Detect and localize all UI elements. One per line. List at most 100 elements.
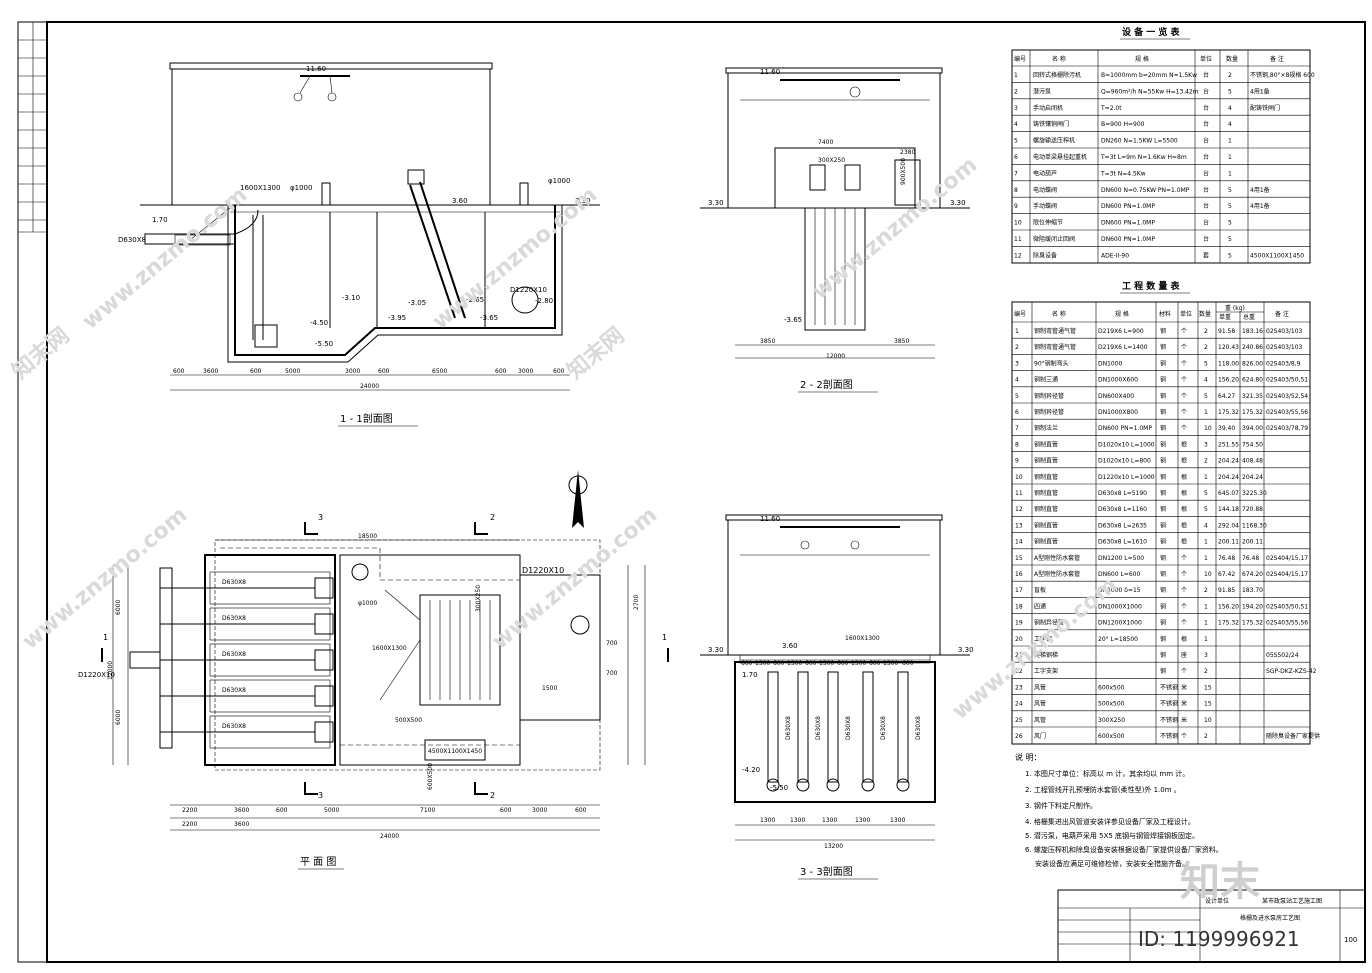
mat-cell-18-4: 个	[1181, 620, 1187, 627]
equip-cell-7-1: 电动蝶阀	[1033, 186, 1057, 194]
svg-text:600: 600	[495, 368, 507, 375]
svg-text:600: 600	[276, 807, 288, 814]
s1-elev-in: 1.70	[152, 216, 168, 224]
equip-cell-0-3: 台	[1203, 71, 1209, 79]
equip-cell-7-2: DN600 N=0.75KW PN=1.0MP	[1101, 187, 1190, 194]
svg-text:600: 600	[500, 807, 512, 814]
plan-pit2: 600X500	[427, 763, 434, 790]
mat-cell-0-0: 1	[1015, 328, 1019, 335]
equip-cell-3-1: 铸铁镶铜闸门	[1033, 120, 1069, 128]
svg-text:5000: 5000	[324, 807, 339, 814]
equip-cell-11-1: 除臭设备	[1033, 251, 1057, 259]
note-4: 4. 格栅集进出风管道安装详参见设备厂家及工程设计。	[1025, 817, 1195, 826]
mat-cell-20-8: 05S502/24	[1266, 652, 1299, 659]
mat-cell-23-4: 米	[1181, 700, 1187, 708]
s2-roof-elev: 11.60	[760, 68, 780, 76]
equip-cell-2-4: 4	[1228, 105, 1232, 112]
s3-grate: 1600X1300	[845, 635, 880, 642]
pump-bays	[129, 567, 334, 749]
equip-cell-8-3: 台	[1203, 202, 1209, 210]
equip-cell-6-2: T=3t N=4.5Kw	[1100, 170, 1146, 177]
mat-cell-11-1: 钢制直管	[1034, 505, 1058, 513]
mat-cell-25-0: 26	[1015, 733, 1023, 740]
equip-h2: 规 格	[1135, 55, 1149, 63]
svg-text:D630X8: D630X8	[222, 579, 246, 586]
note-5: 5. 潜污泵，电葫芦采用 5X5 底钢与钢管焊接钢板固定。	[1025, 831, 1199, 840]
mat-cell-22-3: 不锈钢	[1160, 683, 1178, 691]
s1-elev-i: -2.80	[535, 297, 553, 305]
s2-dim-1: 12000	[826, 353, 845, 360]
equip-cell-4-2: DN260 N=1.5KW L=5500	[1101, 138, 1178, 145]
equip-cell-9-4: 5	[1228, 220, 1232, 227]
equip-cell-1-4: 5	[1228, 88, 1232, 95]
s1-elev-c: -3.05	[408, 299, 426, 307]
svg-text:D630X8: D630X8	[222, 723, 246, 730]
mat-cell-14-8: 02S404/15,17	[1266, 555, 1308, 562]
mat-cell-25-2: 600x500	[1098, 733, 1125, 740]
equip-cell-2-3: 台	[1203, 104, 1209, 112]
svg-text:1300: 1300	[819, 660, 834, 667]
plan-side-2: 6000	[115, 710, 122, 725]
equip-cell-6-1: 电动葫芦	[1033, 169, 1057, 177]
mat-cell-4-0: 5	[1015, 393, 1019, 400]
equip-cell-3-2: B=900 H=900	[1101, 121, 1145, 128]
svg-text:知末网: 知末网	[7, 322, 74, 384]
mat-cell-10-3: 钢	[1160, 489, 1166, 497]
equip-cell-8-2: DN600 PN=1.0MP	[1101, 203, 1155, 210]
mat-cell-20-3: 钢	[1160, 651, 1166, 659]
mat-title: 工 程 数 量 表	[1122, 280, 1181, 292]
mat-cell-7-6: 251.55	[1218, 441, 1239, 448]
tb-sheet: 100	[1344, 936, 1357, 944]
mat-cell-14-0: 15	[1015, 555, 1023, 562]
equip-cell-4-0: 5	[1014, 138, 1018, 145]
equip-cell-7-5: 4用1备	[1250, 186, 1270, 194]
equip-cell-0-2: B=1000mm b=20mm N=1.5Kw	[1101, 72, 1197, 79]
equip-cell-11-0: 12	[1014, 252, 1022, 259]
mat-cell-15-1: A型刚性防水套管	[1034, 570, 1080, 578]
s2-dim-0: 3850	[760, 338, 775, 345]
mat-cell-5-5: 1	[1204, 409, 1208, 416]
mat-cell-5-6: 175.32	[1218, 409, 1239, 416]
mat-cell-2-0: 3	[1015, 360, 1019, 367]
mat-cell-12-1: 钢制直管	[1034, 521, 1058, 529]
mat-cell-3-3: 钢	[1160, 376, 1166, 384]
plan-side-6: 700	[606, 670, 618, 677]
mat-cell-15-0: 16	[1015, 571, 1023, 578]
mat-cell-16-1: 盲板	[1034, 586, 1046, 594]
svg-text:D630X8: D630X8	[845, 716, 852, 740]
equip-cell-8-0: 9	[1014, 203, 1018, 210]
s1-elev-f: -4.50	[310, 319, 328, 327]
mat-cell-15-3: 钢	[1160, 570, 1166, 578]
mat-cell-11-6: 144.18	[1218, 506, 1239, 513]
mat-cell-3-0: 4	[1015, 377, 1019, 384]
mat-cell-7-0: 8	[1015, 441, 1019, 448]
mat-cell-1-1: 钢制弯管通气管	[1034, 343, 1076, 351]
svg-text:www.znzmo.com: www.znzmo.com	[18, 503, 192, 655]
svg-text:D630X8: D630X8	[815, 716, 822, 740]
s1-title: 1 - 1剖面图	[340, 412, 393, 425]
mat-cell-24-4: 米	[1181, 716, 1187, 724]
equip-cell-9-2: DN600 PN=1.0MP	[1101, 220, 1155, 227]
mat-cell-0-1: 钢制弯管通气管	[1034, 327, 1076, 335]
s1-elev-d: -2.65	[466, 296, 484, 304]
mat-cell-18-2: DN1200X1000	[1098, 620, 1142, 627]
mat-cell-24-0: 25	[1015, 717, 1023, 724]
equip-cell-1-5: 4用1备	[1250, 87, 1270, 95]
mat-cell-13-4: 根	[1181, 538, 1187, 546]
equip-cell-5-3: 台	[1203, 153, 1209, 161]
mat-cell-15-6: 67.42	[1218, 571, 1235, 578]
equip-cell-1-2: Q=960m³/h N=55Kw H=13.42m	[1101, 88, 1199, 95]
mat-cell-17-6: 156.20	[1218, 603, 1239, 610]
mat-cell-20-1: 爬梯钢梯	[1034, 651, 1058, 659]
cut-2-top: 2	[490, 513, 495, 522]
mat-cell-13-1: 钢制直管	[1034, 538, 1058, 546]
equip-cell-0-5: 不锈钢,80°×8规格 600	[1250, 71, 1315, 79]
mat-cell-23-0: 24	[1015, 701, 1023, 708]
mat-cell-21-1: 工字支架	[1034, 667, 1058, 675]
mat-cell-17-4: 个	[1181, 603, 1187, 610]
mat-cell-7-5: 3	[1204, 441, 1208, 448]
svg-text:7100: 7100	[420, 807, 435, 814]
plan-side-5: 1500	[542, 685, 557, 692]
mat-cell-18-0: 19	[1015, 620, 1023, 627]
